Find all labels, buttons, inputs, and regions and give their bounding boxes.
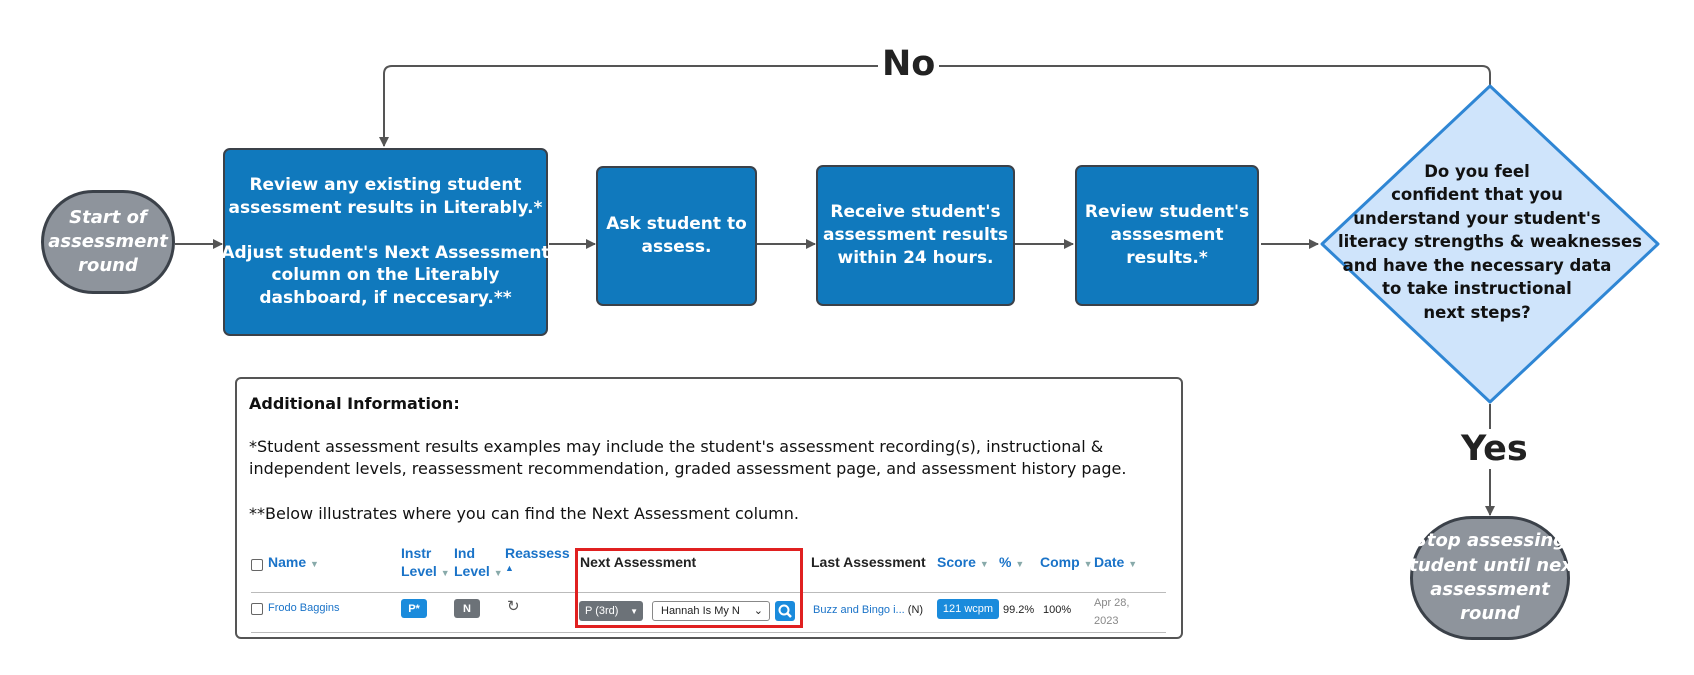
ind-level-badge: N — [454, 599, 480, 618]
sort-caret-icon: ▼ — [1015, 559, 1025, 569]
ask-student-box: Ask student to assess. — [596, 166, 757, 306]
header-line: Level ▼ — [401, 563, 450, 581]
header-next-assessment: Next Assessment — [580, 554, 697, 570]
decision-line: understand your student's — [1353, 208, 1601, 228]
last-assessment-level: (N) — [907, 604, 924, 616]
header-text: Level — [401, 562, 437, 579]
row-divider — [251, 632, 1166, 633]
date-line: 2023 — [1094, 614, 1119, 627]
search-icon[interactable] — [775, 601, 795, 621]
comp-value: 100% — [1043, 604, 1072, 616]
refresh-icon[interactable]: ↻ — [507, 598, 520, 615]
decision-line: next steps? — [1423, 302, 1531, 322]
sort-caret-icon: ▼ — [440, 567, 450, 578]
start-line: assessment — [48, 230, 168, 252]
caret-down-icon: ▼ — [630, 606, 638, 616]
stop-line: student until next — [1398, 554, 1582, 576]
header-line: Instr — [401, 545, 432, 561]
stop-node: Stop assessing student until next assess… — [1399, 516, 1582, 640]
box-text-line: assessment results in Literably.* — [228, 197, 543, 218]
sort-up-icon: ▲ — [505, 562, 514, 573]
header-text: Level — [454, 562, 490, 579]
decision-line: confident that you — [1391, 185, 1563, 205]
box-text-line: assessment results — [822, 225, 1009, 246]
yes-label: Yes — [1457, 429, 1532, 469]
score-badge: 121 wcpm — [937, 599, 999, 619]
decision-line: and have the necessary data — [1342, 255, 1612, 275]
sort-caret-icon: ▼ — [1083, 559, 1093, 569]
date-line: Apr 28, — [1094, 597, 1130, 609]
header-text: Date — [1094, 554, 1125, 570]
start-node: Start of assessment round — [41, 190, 175, 294]
student-name-link[interactable]: Frodo Baggins — [268, 602, 340, 614]
box-text-line: Review student's — [1084, 202, 1250, 223]
header-reassess[interactable]: Reassess ▲ — [505, 545, 570, 574]
box-text-line: Adjust student's Next Assessment — [221, 242, 550, 263]
level-select-value: P (3rd) — [585, 605, 619, 617]
stop-line: assessment — [1430, 579, 1550, 600]
header-text: Comp — [1040, 554, 1080, 570]
box-text-line: column on the Literably — [271, 265, 500, 286]
search-icon-glyph — [778, 604, 792, 618]
sort-caret-icon: ▼ — [979, 559, 989, 569]
level-select[interactable]: P (3rd) ▼ — [579, 601, 643, 621]
box-text-line: results.* — [1126, 247, 1208, 268]
dashboard-table-example: Name ▼ Instr Level ▼ Ind Level ▼ Reasses… — [237, 539, 1185, 635]
sort-caret-icon: ▼ — [493, 567, 503, 578]
box-text-line: Receive student's — [830, 202, 1001, 223]
instr-level-badge: P* — [401, 599, 427, 618]
info-paragraph-results: *Student assessment results examples may… — [249, 437, 1127, 479]
header-last-assessment: Last Assessment — [811, 554, 926, 570]
header-name-label: Name — [268, 554, 307, 570]
header-divider — [251, 592, 1166, 593]
header-percent[interactable]: % ▼ — [999, 554, 1024, 572]
header-line: Ind — [454, 545, 475, 561]
box-text-line: Review any existing student — [249, 174, 522, 195]
header-line: Reassess — [505, 545, 570, 561]
additional-info-panel: Additional Information: *Student assessm… — [235, 377, 1183, 639]
percent-value: 99.2% — [1003, 604, 1035, 616]
decision-text: Do you feel confident that you understan… — [1338, 160, 1643, 324]
decision-line: Do you feel — [1424, 162, 1530, 181]
header-ind-level[interactable]: Ind Level ▼ — [454, 545, 503, 580]
header-line: Level ▼ — [454, 563, 503, 581]
decision-line: literacy strengths & weaknesses — [1338, 232, 1643, 252]
box-text-line: asssesment — [1110, 225, 1224, 246]
last-assessment-book: Buzz and Bingo i... — [813, 604, 905, 616]
row-checkbox[interactable] — [251, 603, 263, 615]
header-instr-level[interactable]: Instr Level ▼ — [401, 545, 450, 580]
header-text: Score — [937, 554, 976, 570]
date-value: Apr 28, 2023 — [1094, 595, 1129, 630]
no-label: No — [878, 44, 940, 84]
info-title: Additional Information: — [249, 394, 460, 413]
header-name[interactable]: Name ▼ — [268, 554, 319, 572]
select-all-checkbox[interactable] — [251, 559, 263, 571]
header-text: % — [999, 554, 1012, 570]
header-score[interactable]: Score ▼ — [937, 554, 989, 572]
info-paragraph-next-assessment: **Below illustrates where you can find t… — [249, 504, 799, 523]
box-text-line: assess. — [641, 237, 712, 257]
chevron-down-icon: ⌄ — [753, 605, 763, 617]
start-line: round — [78, 255, 138, 277]
box-text-line: Ask student to — [606, 214, 747, 235]
box-text-line: dashboard, if neccesary.** — [259, 288, 512, 309]
review-existing-results-box: Review any existing student assessment r… — [221, 148, 550, 336]
review-results-box: Review student's asssesment results.* — [1075, 165, 1259, 306]
decision-diamond — [1320, 84, 1660, 404]
sort-caret-icon: ▼ — [310, 559, 319, 569]
sort-caret-icon: ▼ — [1128, 559, 1138, 569]
stop-line: Stop assessing — [1413, 530, 1567, 552]
stop-line: round — [1460, 603, 1520, 625]
header-date[interactable]: Date ▼ — [1094, 554, 1137, 572]
book-select[interactable]: Hannah Is My N ⌄ — [652, 601, 770, 621]
receive-results-box: Receive student's assessment results wit… — [816, 165, 1015, 306]
decision-line: to take instructional — [1382, 279, 1572, 299]
last-assessment-link[interactable]: Buzz and Bingo i... (N) — [813, 604, 923, 616]
next-assessment-highlight — [575, 548, 803, 628]
header-comp[interactable]: Comp ▼ — [1040, 554, 1092, 572]
box-text-line: within 24 hours. — [837, 247, 994, 268]
start-line: Start of — [69, 206, 147, 228]
book-select-value: Hannah Is My N — [661, 605, 740, 617]
